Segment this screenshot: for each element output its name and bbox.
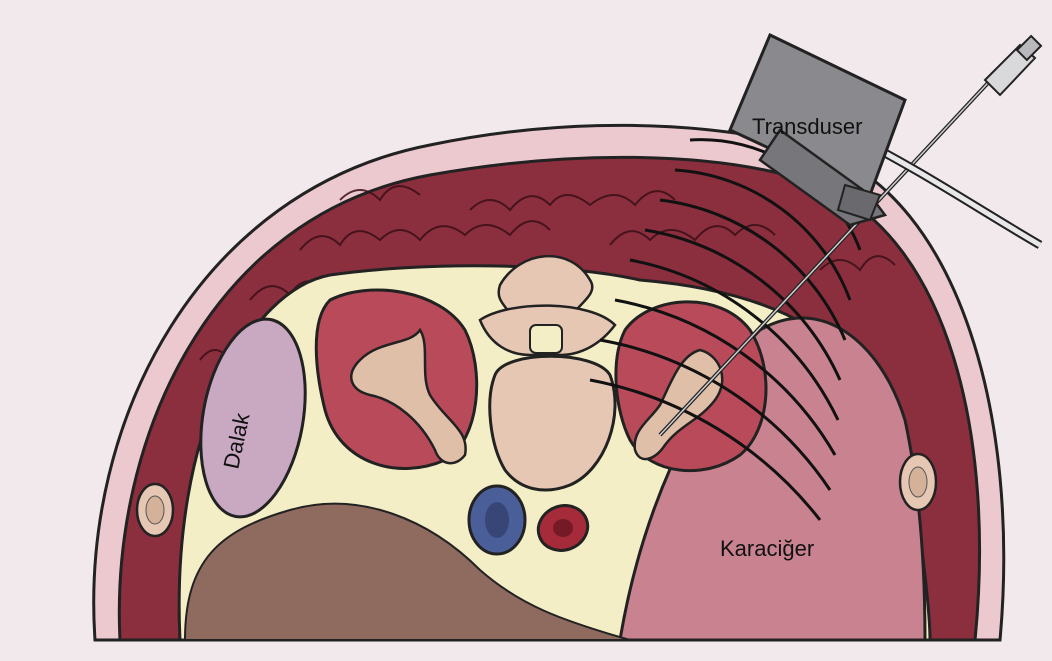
liver-label: Karaciğer <box>720 536 814 561</box>
left-rib <box>137 484 173 536</box>
aorta-lumen <box>553 519 573 537</box>
ivc-lumen <box>485 502 509 538</box>
spinal-canal <box>530 325 562 353</box>
transducer-label: Transduser <box>752 114 862 139</box>
right-rib <box>900 454 936 510</box>
